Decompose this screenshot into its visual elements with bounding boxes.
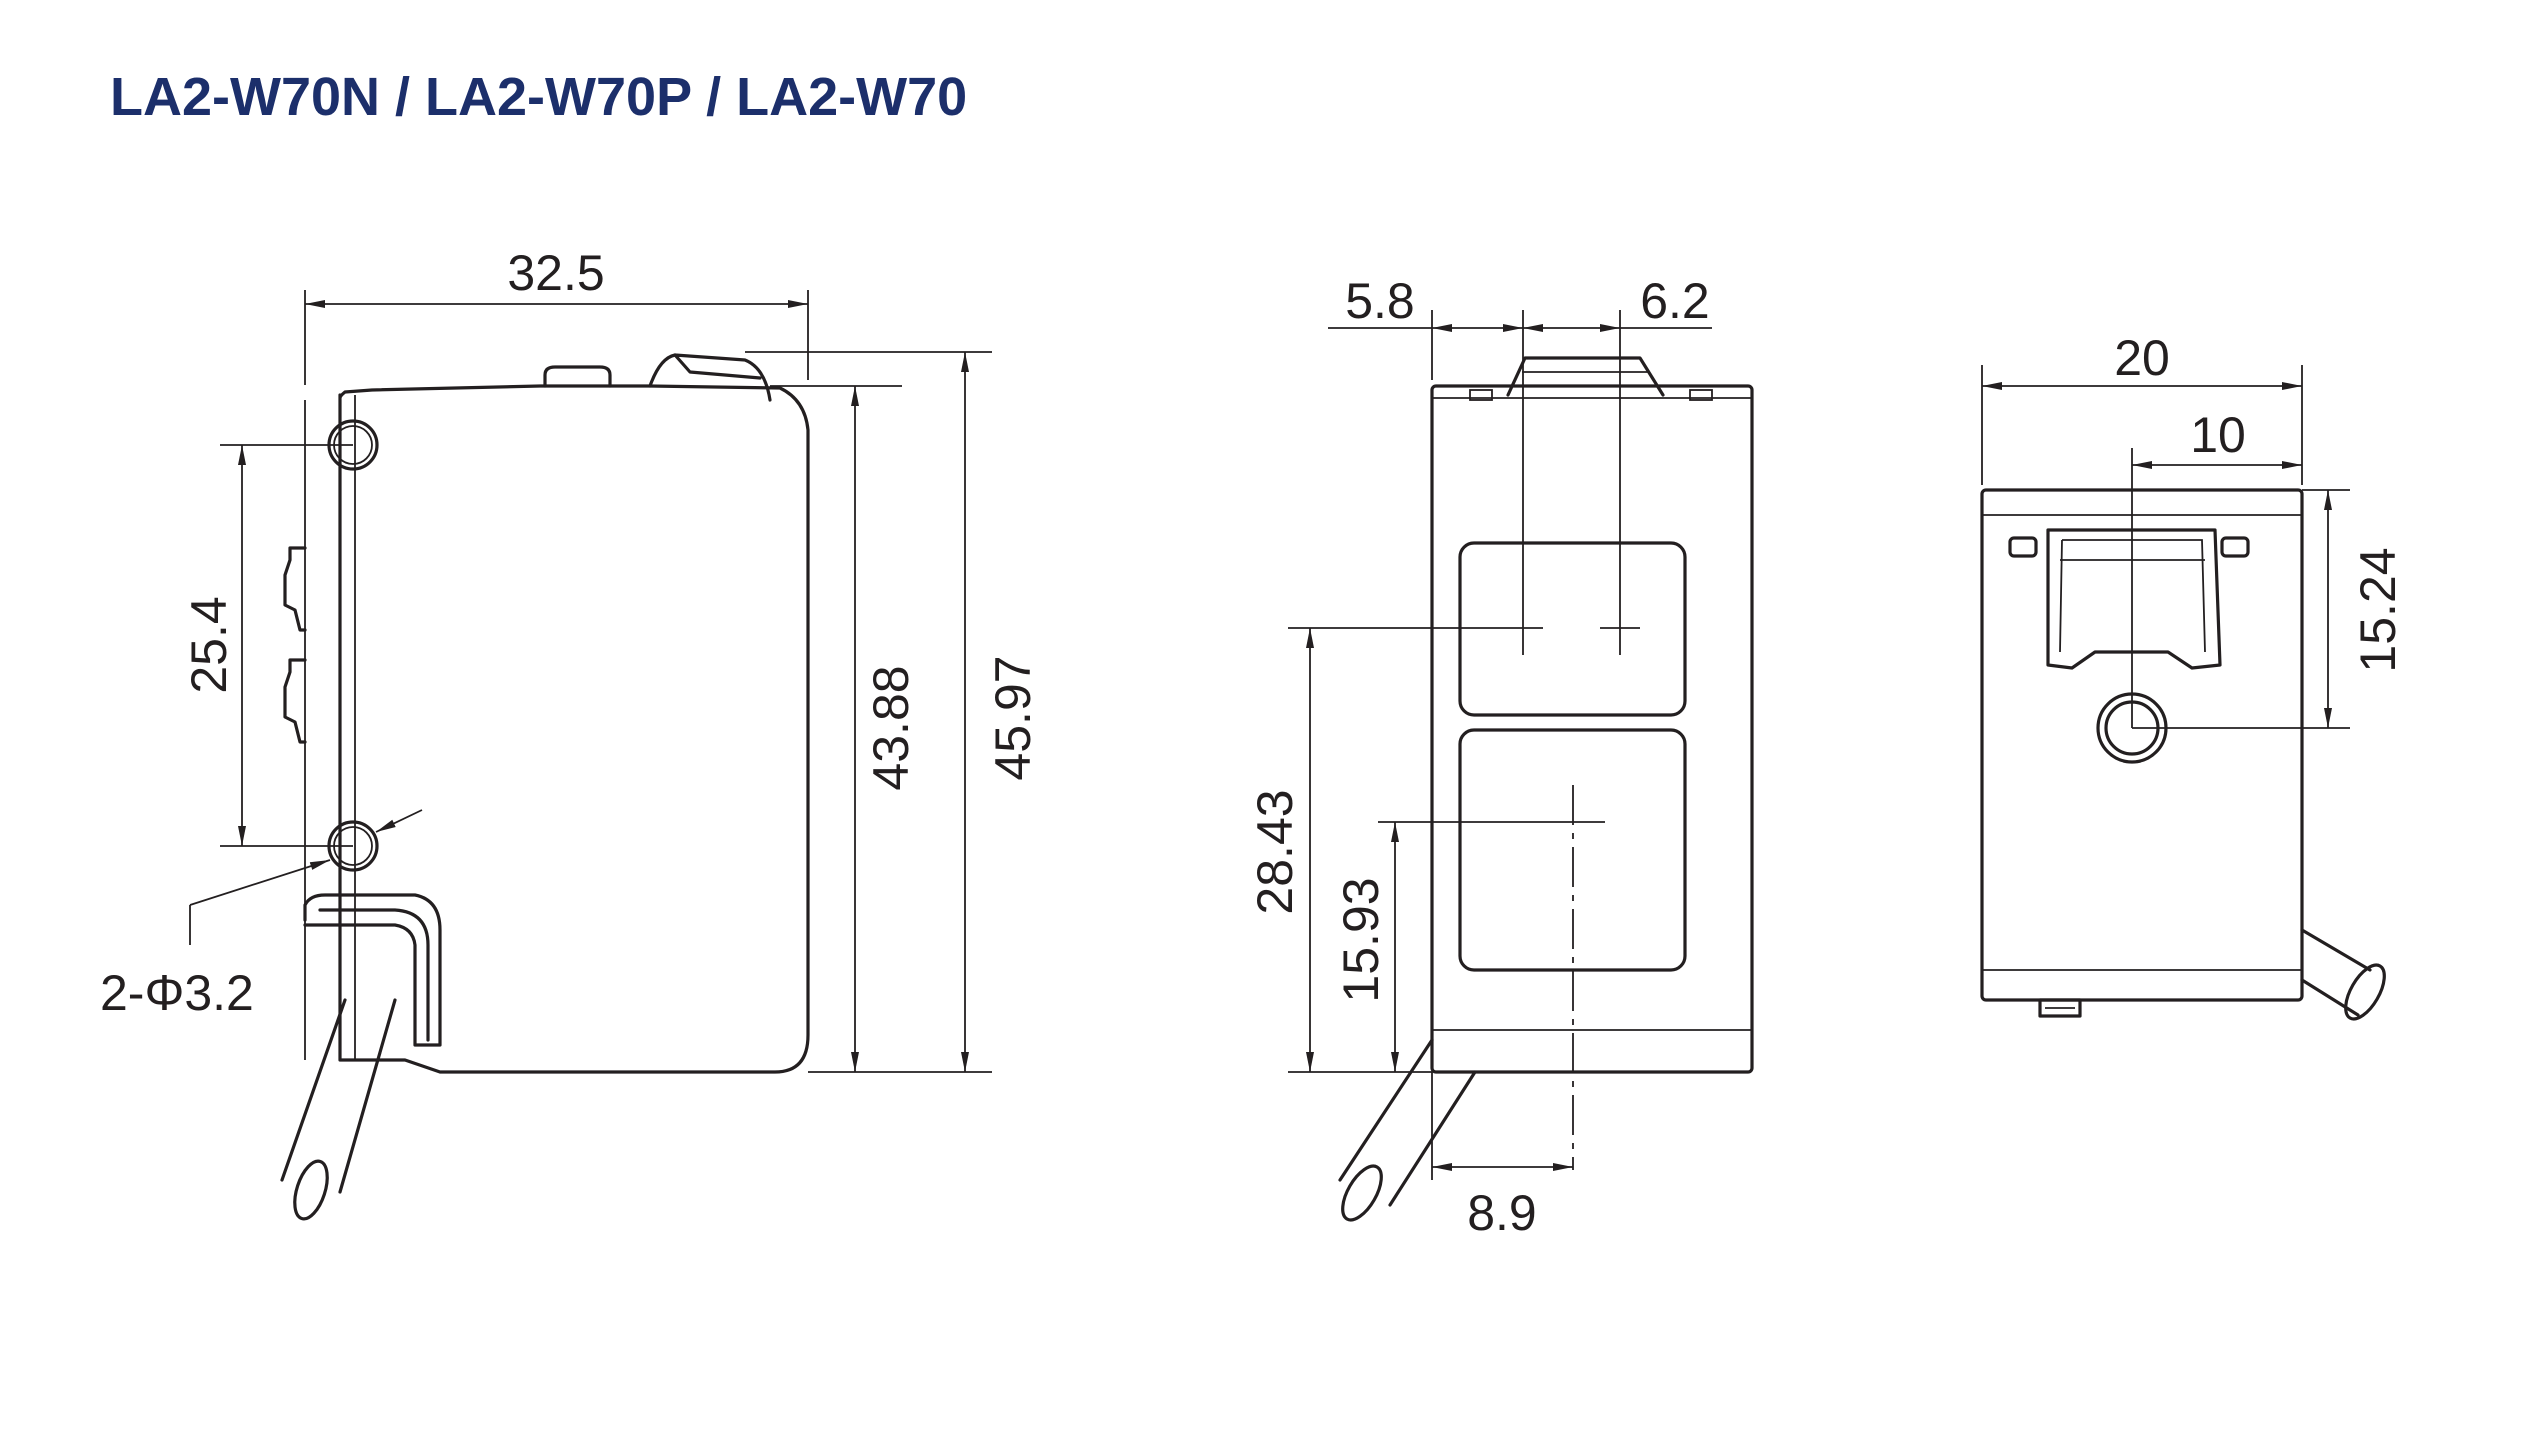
rear-view: 20 10 15.24 [1980,330,2406,1021]
side-cable-gland [303,893,442,1047]
front-dim-right-offset: 6.2 [1640,273,1710,329]
side-left-bump-upper [283,546,307,632]
side-view: 32.5 25.4 43.88 45.97 2-Φ3.2 [100,245,1041,1221]
side-dim-height-total: 45.97 [985,655,1041,780]
side-cable [280,998,397,1194]
page-title: LA2-W70N / LA2-W70P / LA2-W70 [110,67,968,127]
front-dim-receiver-height: 15.93 [1333,877,1389,1002]
front-dim-center-offset: 8.9 [1467,1185,1537,1241]
side-dim-hole-pitch: 25.4 [181,596,237,693]
side-dim-height-body: 43.88 [863,665,919,790]
front-receiver-window [1458,728,1687,972]
side-body-outline [338,384,810,1074]
side-dim-holes: 2-Φ3.2 [100,965,254,1021]
rear-body-outline [1980,488,2304,1002]
rear-connector [2046,528,2222,670]
rear-dim-half-width: 10 [2190,407,2246,463]
front-top-connector [1506,356,1665,397]
side-top-tab [543,365,612,388]
front-cable [1338,1038,1477,1207]
rear-cable [2300,928,2372,1017]
front-emitter-window [1458,541,1687,717]
rear-dim-width: 20 [2114,330,2170,386]
front-dim-left-offset: 5.8 [1345,273,1415,329]
rear-dim-hole-height: 15.24 [2350,547,2406,672]
side-top-hook [648,353,772,402]
front-body-outline [1430,384,1754,1074]
front-dim-emitter-height: 28.43 [1247,789,1303,914]
side-left-bump-lower [283,658,307,744]
front-view: 5.8 6.2 28.43 15.93 8.9 [1247,273,1754,1241]
side-dim-width: 32.5 [507,245,604,301]
